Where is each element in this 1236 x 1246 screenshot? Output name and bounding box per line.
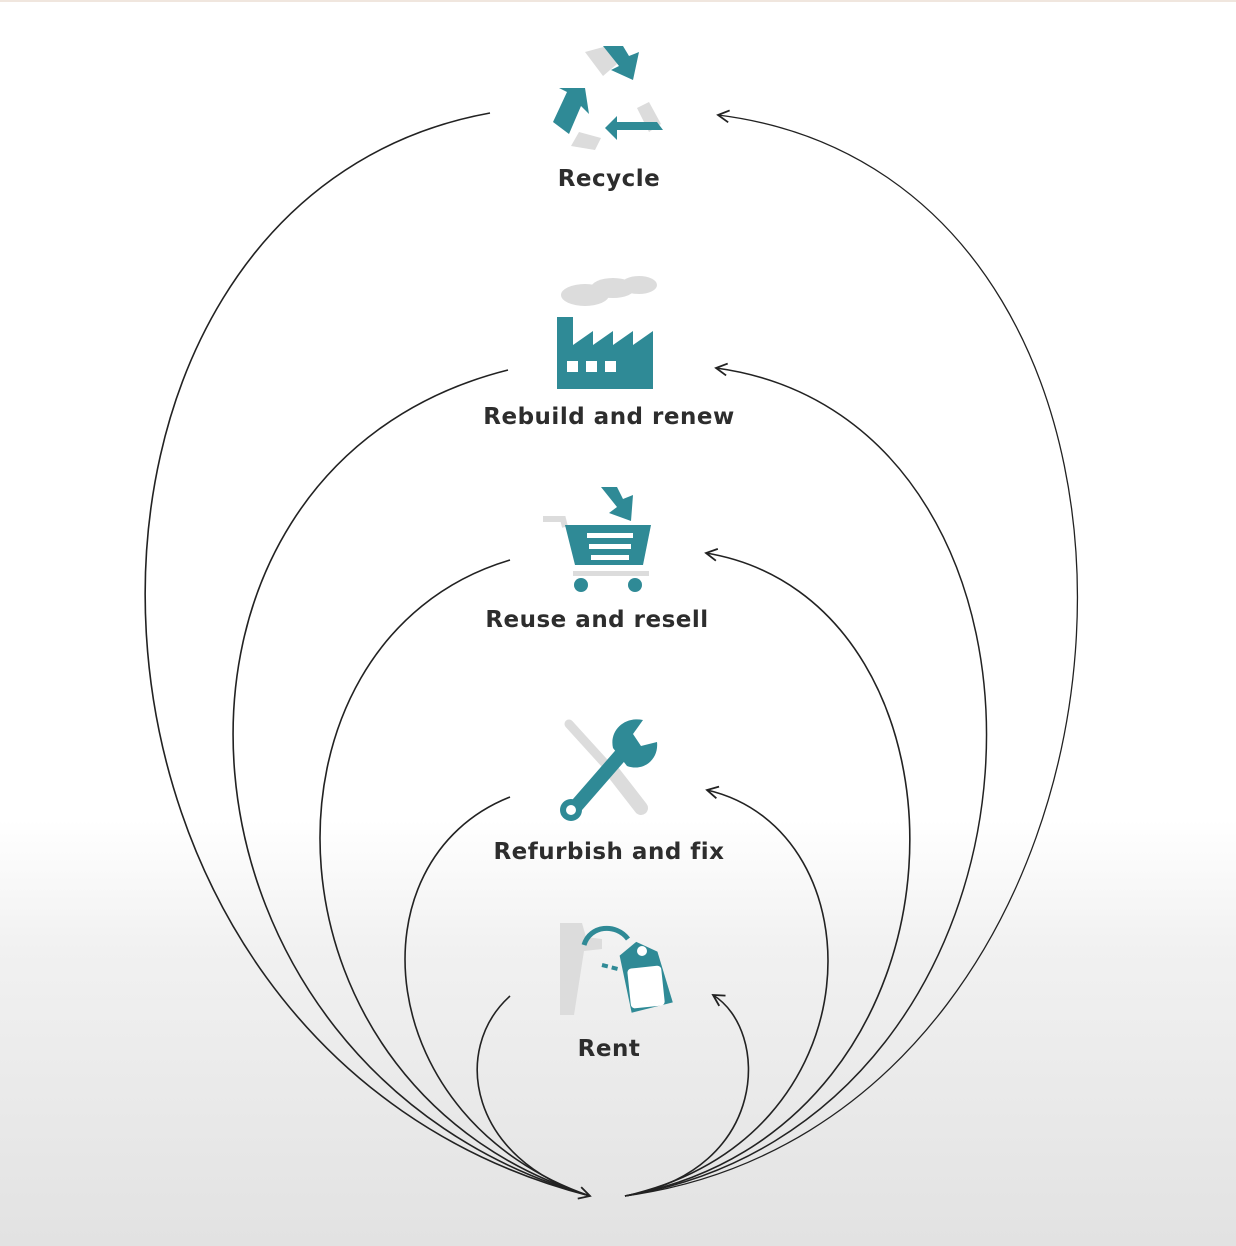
arc-right-refurbish [624, 785, 829, 1197]
stage-label-rebuild: Rebuild and renew [483, 404, 735, 430]
arc-right-recycle [624, 109, 1078, 1197]
arc-left-rent [476, 995, 592, 1200]
arc-right-rebuild [624, 362, 988, 1197]
key-tag-icon [560, 923, 673, 1015]
stage-label-reuse: Reuse and resell [485, 607, 709, 633]
arc-left-recycle [144, 112, 591, 1197]
arc-left-reuse [319, 559, 591, 1197]
arc-right-rent [624, 994, 750, 1197]
arc-left-refurbish [404, 796, 591, 1197]
factory-icon [557, 276, 657, 389]
recycle-icon [553, 46, 663, 150]
stage-label-rent: Rent [577, 1036, 641, 1062]
stage-label-refurbish: Refurbish and fix [493, 839, 725, 865]
stage-label-recycle: Recycle [557, 166, 661, 192]
arc-right-reuse [624, 548, 911, 1197]
arc-left-rebuild [232, 369, 591, 1197]
shopping-cart-icon [543, 487, 651, 592]
wrench-icon [560, 719, 658, 821]
top-border [0, 0, 1236, 2]
